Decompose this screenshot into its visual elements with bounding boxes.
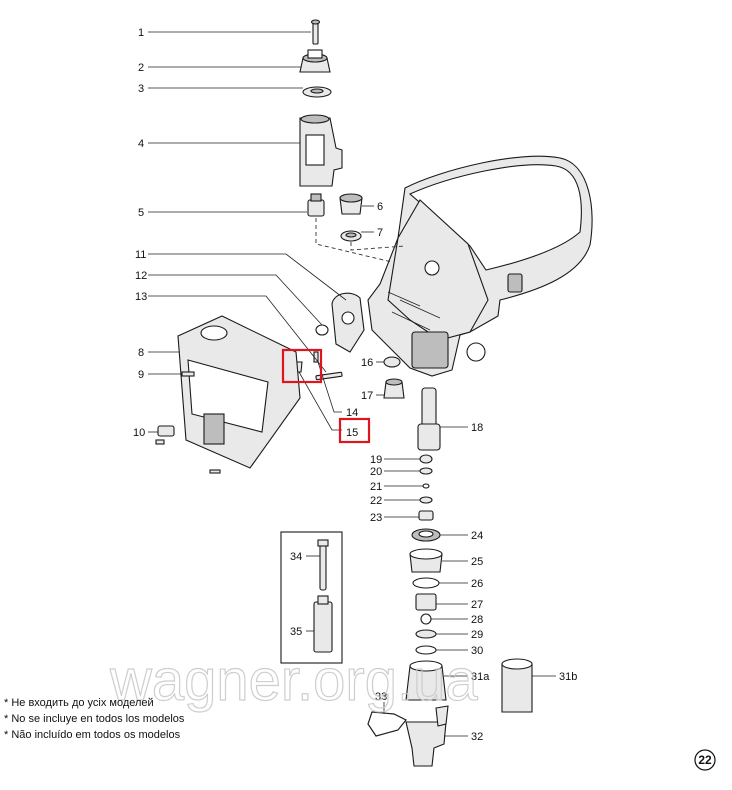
label-18: 18	[471, 422, 483, 434]
label-20: 20	[370, 466, 382, 478]
page-number: 22	[698, 753, 712, 767]
part-9-screw	[181, 371, 195, 377]
assembly-line-a	[315, 218, 393, 263]
part-31b-filter	[501, 658, 533, 713]
label-1: 1	[138, 27, 144, 39]
label-24: 24	[471, 530, 483, 542]
label-35: 35	[290, 626, 302, 638]
label-14: 14	[346, 407, 358, 419]
label-13: 13	[135, 291, 147, 303]
label-17: 17	[361, 390, 373, 402]
cover-screw	[209, 469, 221, 474]
part-10-fitting	[155, 425, 175, 445]
part-27-valve	[415, 593, 437, 611]
label-29: 29	[471, 629, 483, 641]
part-29-seat	[415, 629, 437, 639]
highlight-box-screw	[281, 348, 323, 384]
part-32-inlet	[405, 705, 449, 767]
label-31b: 31b	[559, 671, 577, 683]
label-3: 3	[138, 83, 144, 95]
part-12-oring	[315, 324, 329, 336]
label-23: 23	[370, 512, 382, 524]
label-22: 22	[370, 495, 382, 507]
part-24-packing	[411, 528, 441, 542]
label-6: 6	[377, 201, 383, 213]
label-7: 7	[377, 227, 383, 239]
page-number-badge: 22	[694, 749, 716, 771]
part-21-ring	[422, 483, 430, 489]
label-34: 34	[290, 551, 302, 563]
part-1-pin	[310, 19, 321, 45]
label-21: 21	[370, 481, 382, 493]
leader-lines	[148, 31, 556, 737]
label-15: 15	[346, 427, 358, 439]
inset-box	[280, 531, 343, 664]
label-2: 2	[138, 62, 144, 74]
part-11-crank-plate	[331, 292, 365, 353]
label-16: 16	[361, 357, 373, 369]
label-31a: 31a	[471, 671, 490, 683]
pump-housing	[367, 155, 593, 377]
label-8: 8	[138, 347, 144, 359]
label-32: 32	[471, 731, 483, 743]
part-19-nut	[419, 454, 433, 464]
part-28-ball	[420, 613, 432, 625]
part-7-ring	[340, 230, 362, 242]
part-labels: 1 2 3 4 5 6 7 11 12 13 8 9 10 14 15 16 1…	[133, 27, 577, 743]
part-6-seal	[339, 193, 363, 215]
part-25-cylinder	[409, 548, 443, 573]
part-17-fitting	[383, 378, 405, 399]
label-33: 33	[375, 691, 387, 703]
part-34-rod	[317, 539, 329, 591]
highlight-box-label-15	[338, 417, 371, 444]
part-20-washer	[419, 467, 433, 475]
label-25: 25	[471, 556, 483, 568]
label-26: 26	[471, 578, 483, 590]
watermark-text: wagner.org.ua	[109, 648, 478, 713]
footnote-es: * No se incluye en todos los modelos	[4, 713, 185, 725]
part-13-pin	[315, 371, 343, 381]
part-18-piston-rod	[417, 387, 441, 451]
label-27: 27	[471, 599, 483, 611]
footnote-uk: * Не входить до усіх моделей	[4, 697, 154, 709]
part-23-seal	[418, 510, 434, 521]
label-19: 19	[370, 454, 382, 466]
label-5: 5	[138, 207, 144, 219]
part-4-valve-housing	[299, 114, 343, 187]
label-28: 28	[471, 614, 483, 626]
part-35-sleeve	[313, 595, 333, 653]
label-9: 9	[138, 369, 144, 381]
part-22-washer	[419, 496, 433, 504]
label-12: 12	[135, 270, 147, 282]
part-8-front-cover	[177, 315, 301, 469]
part-3-washer	[302, 86, 332, 98]
label-11: 11	[135, 249, 146, 261]
part-33-clip	[367, 711, 407, 737]
part-26-oring	[412, 577, 440, 589]
label-4: 4	[138, 138, 144, 150]
part-2-nut	[299, 49, 331, 73]
assembly-line-b	[350, 242, 406, 251]
label-30: 30	[471, 645, 483, 657]
part-16-nut	[383, 356, 401, 368]
part-5-fitting	[307, 193, 325, 217]
part-31a-housing	[405, 660, 447, 701]
label-10: 10	[133, 427, 145, 439]
footnote-pt: * Não incluído em todos os modelos	[4, 729, 181, 741]
